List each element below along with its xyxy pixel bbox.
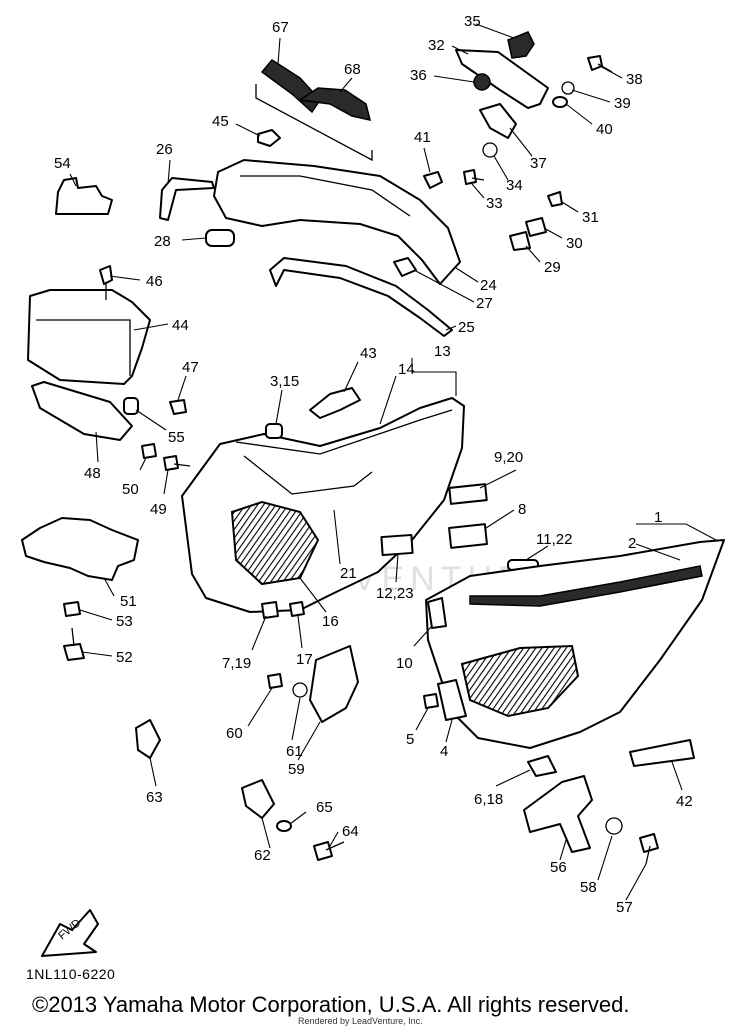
callout-42: 42	[676, 793, 693, 810]
part-plate-48	[31, 381, 187, 441]
callout-46: 46	[146, 273, 163, 290]
callout-35: 35	[464, 13, 481, 30]
part-code: 1NL110-6220	[26, 966, 116, 982]
callout-49: 49	[150, 501, 167, 518]
callout-7-19: 7,19	[222, 655, 251, 672]
callout-36: 36	[410, 67, 427, 84]
callout-14: 14	[398, 361, 415, 378]
callout-25: 25	[458, 319, 475, 336]
part-clip-27	[393, 257, 417, 277]
part-battery-box-44	[27, 265, 151, 385]
part-bracket-62	[241, 779, 345, 861]
part-rod-25	[269, 257, 453, 337]
callout-45: 45	[212, 113, 229, 130]
callout-31: 31	[582, 209, 599, 226]
callout-62: 62	[254, 847, 271, 864]
callout-32: 32	[428, 37, 445, 54]
callout-3-15: 3,15	[270, 373, 299, 390]
part-bolt-38-40	[552, 55, 613, 108]
callout-38: 38	[626, 71, 643, 88]
part-grommets-29-31	[509, 191, 563, 251]
part-fasteners-52-53	[63, 601, 85, 661]
part-bracket-56	[523, 775, 659, 865]
part-clip-6	[527, 755, 557, 777]
callout-57: 57	[616, 899, 633, 916]
copyright-notice: ©2013 Yamaha Motor Corporation, U.S.A. A…	[32, 992, 630, 1017]
callout-1: 1	[654, 509, 662, 526]
callout-21: 21	[340, 565, 357, 582]
part-mount-plate	[455, 31, 549, 158]
part-emblem-42	[629, 739, 695, 767]
callout-63: 63	[146, 789, 163, 806]
callout-68: 68	[344, 61, 361, 78]
callout-61: 61	[286, 743, 303, 760]
callout-40: 40	[596, 121, 613, 138]
callout-labels: 67 68 45 35 32 36 38 39 40 37 34 33 41 3…	[54, 13, 693, 916]
callout-59: 59	[288, 761, 305, 778]
callout-17: 17	[296, 651, 313, 668]
callout-67: 67	[272, 19, 289, 36]
callout-29: 29	[544, 259, 561, 276]
callout-43: 43	[360, 345, 377, 362]
callout-41: 41	[414, 129, 431, 146]
part-bracket-10	[427, 597, 447, 629]
callout-34: 34	[506, 177, 523, 194]
callout-64: 64	[342, 823, 359, 840]
callout-5: 5	[406, 731, 414, 748]
leader-lines	[69, 23, 717, 901]
part-grommet-28	[205, 229, 235, 247]
callout-51: 51	[120, 593, 137, 610]
part-clip-63	[135, 719, 161, 759]
part-decals	[380, 483, 539, 571]
part-bracket-54	[55, 177, 113, 215]
callout-56: 56	[550, 859, 567, 876]
callout-53: 53	[116, 613, 133, 630]
part-grommet-3	[265, 423, 283, 439]
render-credit: Rendered by LeadVenture, Inc.	[298, 1016, 423, 1026]
part-rod-26	[159, 177, 215, 221]
callout-60: 60	[226, 725, 243, 742]
part-fasteners-7-17	[261, 601, 305, 619]
callout-27: 27	[476, 295, 493, 312]
callout-10: 10	[396, 655, 413, 672]
callout-24: 24	[480, 277, 497, 294]
callout-37: 37	[530, 155, 547, 172]
callout-58: 58	[580, 879, 597, 896]
callout-12-23: 12,23	[376, 585, 414, 602]
callout-39: 39	[614, 95, 631, 112]
callout-11-22: 11,22	[536, 531, 572, 548]
part-right-side-cover-1	[425, 539, 725, 749]
part-fasteners-4-5	[423, 679, 467, 721]
callout-33: 33	[486, 195, 503, 212]
callout-13: 13	[434, 343, 451, 360]
callout-50: 50	[122, 481, 139, 498]
callout-16: 16	[322, 613, 339, 630]
part-bracket-51	[21, 517, 139, 581]
callout-8: 8	[518, 501, 526, 518]
callout-47: 47	[182, 359, 199, 376]
part-air-cleaner-case-24	[213, 159, 461, 285]
callout-54: 54	[54, 155, 71, 172]
callout-52: 52	[116, 649, 133, 666]
part-left-side-cover-13	[181, 387, 465, 613]
part-fasteners-33-41	[423, 169, 485, 189]
callout-28: 28	[154, 233, 171, 250]
part-clip-45	[257, 129, 281, 147]
callout-26: 26	[156, 141, 173, 158]
callout-48: 48	[84, 465, 101, 482]
callout-4: 4	[440, 743, 448, 760]
callout-9-20: 9,20	[494, 449, 523, 466]
part-plate-59	[267, 645, 359, 723]
part-fasteners-49-50	[141, 443, 191, 471]
callout-55: 55	[168, 429, 185, 446]
callout-30: 30	[566, 235, 583, 252]
callout-6-18: 6,18	[474, 791, 503, 808]
callout-2: 2	[628, 535, 636, 552]
callout-44: 44	[172, 317, 189, 334]
part-rubber-strips	[255, 59, 373, 162]
callout-65: 65	[316, 799, 333, 816]
fwd-arrow-icon: FWD	[41, 909, 99, 957]
